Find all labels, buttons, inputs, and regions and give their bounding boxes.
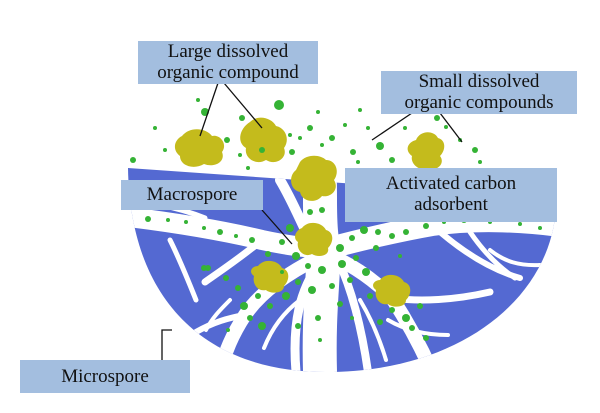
label-large-line1: Large dissolved <box>167 41 289 62</box>
label-small-dissolved: Small dissolved organic compounds <box>381 71 577 114</box>
label-activated-carbon: Activated carbon adsorbent <box>345 168 557 222</box>
large-molecule <box>251 260 289 293</box>
leader-lines <box>161 82 463 360</box>
leader-line-small-right <box>439 112 463 143</box>
leader-line-macro <box>261 209 293 245</box>
large-molecule <box>240 117 287 163</box>
large-molecule <box>295 222 333 256</box>
label-macrospore-text: Macrospore <box>146 184 238 205</box>
label-activated-line2: adsorbent <box>414 194 488 215</box>
leader-line-large-right <box>223 82 263 129</box>
leader-line-small-left <box>371 112 413 141</box>
large-molecule <box>291 155 337 201</box>
large-molecule <box>373 274 411 307</box>
small-molecules <box>130 98 542 342</box>
label-small-line2: organic compounds <box>404 92 554 113</box>
large-molecule <box>407 132 445 170</box>
label-large-dissolved: Large dissolved organic compound <box>138 41 318 84</box>
label-macrospore: Macrospore <box>121 180 263 210</box>
large-molecules <box>174 117 445 307</box>
label-small-line1: Small dissolved <box>418 71 540 92</box>
leader-line-micro <box>161 329 172 360</box>
label-microspore-text: Microspore <box>61 366 149 387</box>
large-molecule <box>174 129 225 167</box>
leader-line-large-left <box>199 82 219 137</box>
label-microspore: Microspore <box>20 360 190 393</box>
label-activated-line1: Activated carbon <box>385 173 517 194</box>
label-large-line2: organic compound <box>157 62 299 83</box>
